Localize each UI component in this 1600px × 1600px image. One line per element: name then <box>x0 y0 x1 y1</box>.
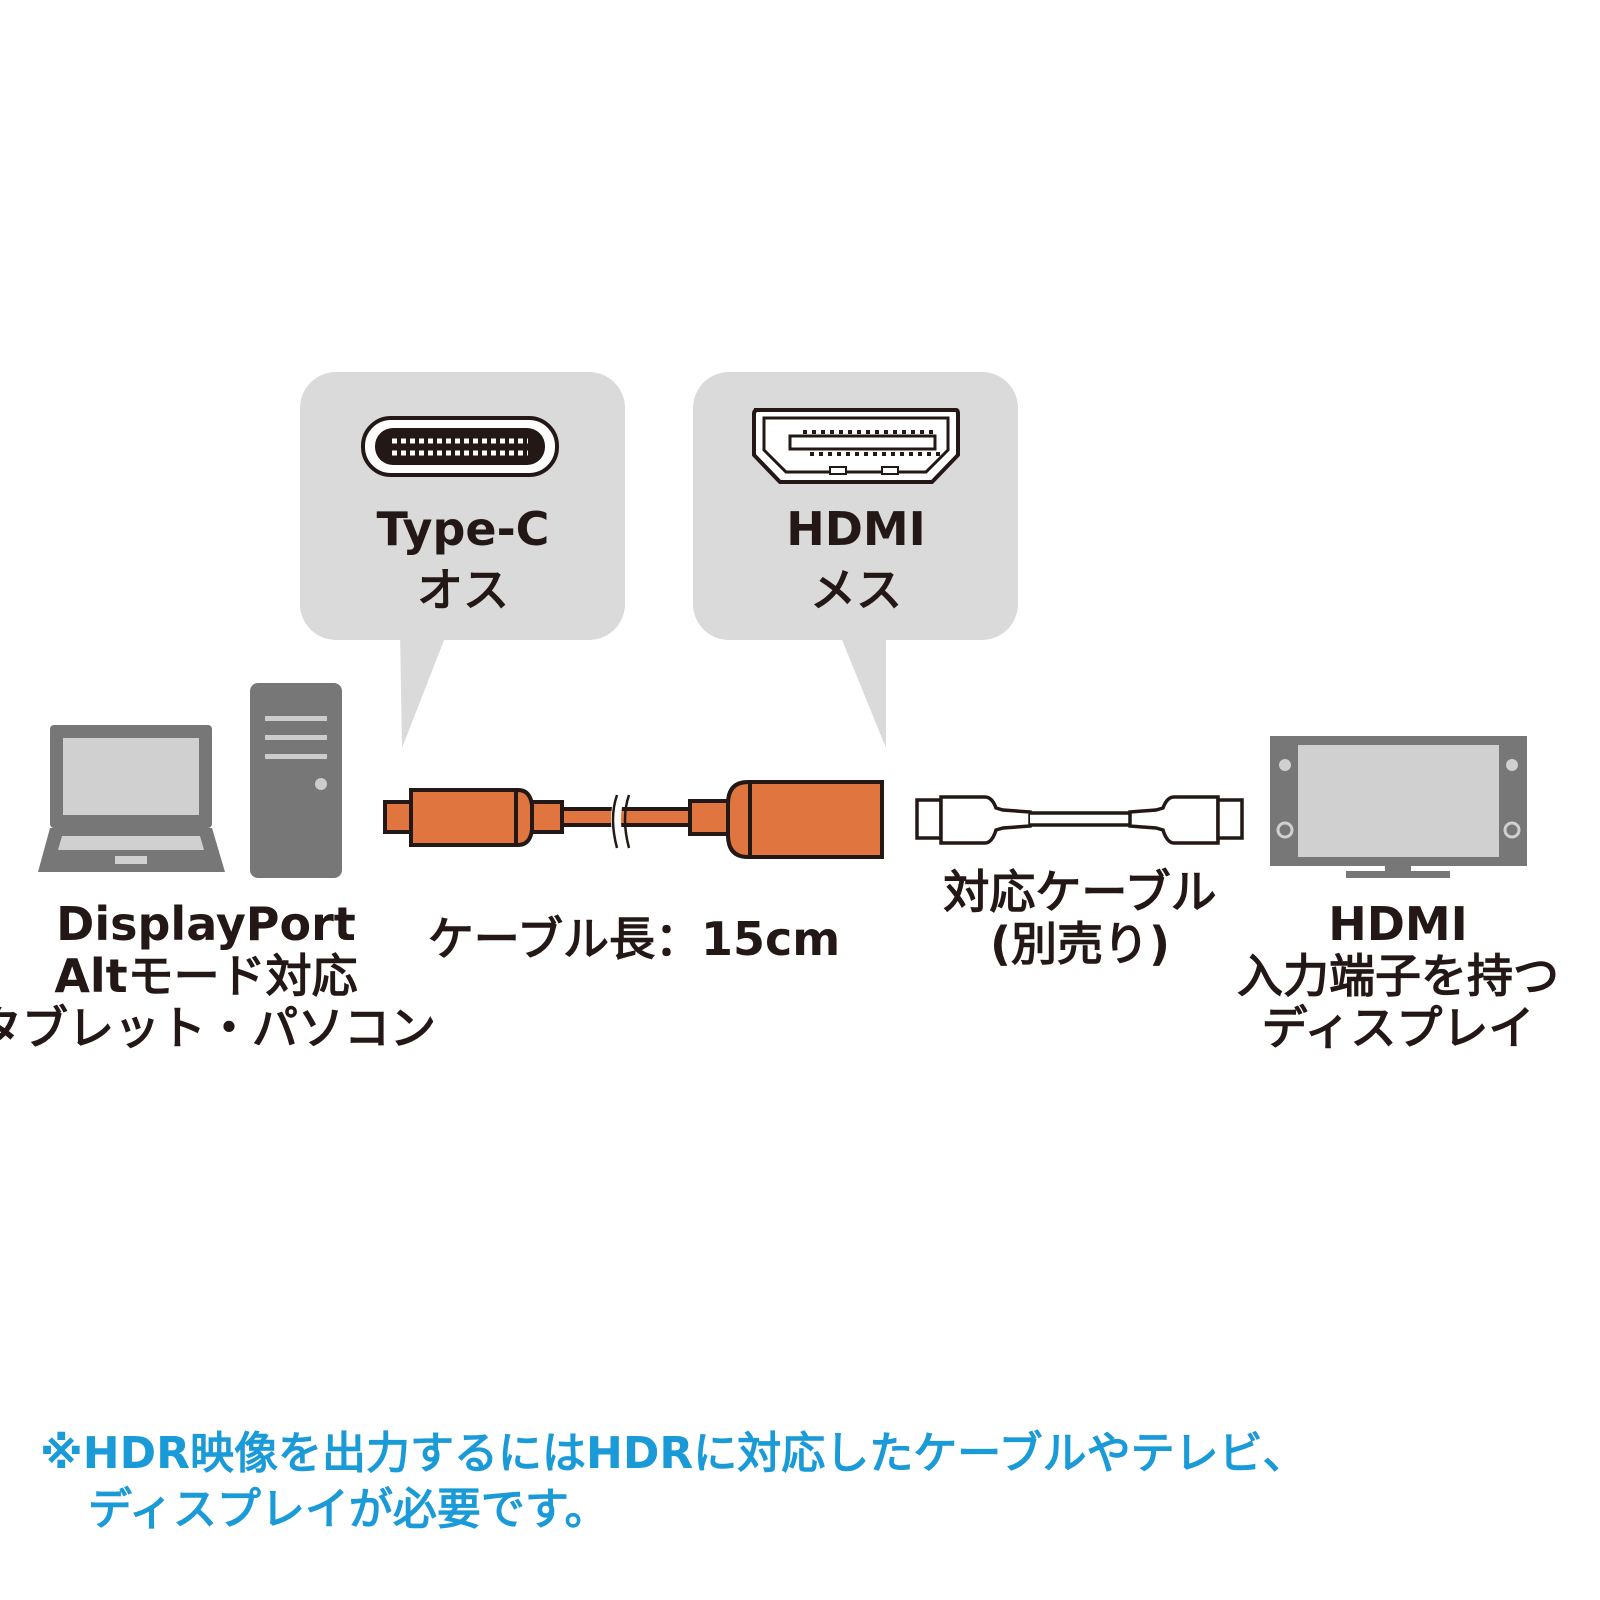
usb-c-port-icon <box>361 416 559 477</box>
hdmi-gender-label: メス <box>810 563 902 617</box>
desktop-tower-icon <box>250 683 342 878</box>
tv-display-icon <box>1270 736 1527 878</box>
hdr-note-line-2: ディスプレイが必要です。 <box>88 1484 609 1535</box>
hdmi-cable-illustration <box>915 795 1244 845</box>
source-label-2: Altモード対応 <box>54 949 357 1003</box>
display-label-2: 入力端子を持つ <box>1237 949 1559 1003</box>
typec-gender-label: オス <box>417 563 509 617</box>
compatible-cable-label: 対応ケーブル <box>943 865 1216 919</box>
laptop-icon <box>38 725 225 872</box>
hdmi-port-icon <box>752 408 960 484</box>
adapter-cable-illustration <box>383 780 884 859</box>
display-label-1: HDMI <box>1328 897 1468 951</box>
display-label-3: ディスプレイ <box>1262 1001 1535 1055</box>
typec-label: Type-C <box>377 502 550 556</box>
typec-callout: Type-C オス <box>300 372 625 748</box>
sold-separately-label: (別売り) <box>990 917 1170 971</box>
source-label-1: DisplayPort <box>56 897 356 951</box>
hdmi-callout: HDMI メス <box>693 372 1018 748</box>
hdr-note-line-1: ※HDR映像を出力するにはHDRに対応したケーブルやテレビ、 <box>40 1428 1307 1479</box>
hdmi-label: HDMI <box>786 502 926 556</box>
source-label-3: タブレット・パソコン <box>0 1001 436 1055</box>
cable-length-label: ケーブル長：15cm <box>428 912 840 966</box>
